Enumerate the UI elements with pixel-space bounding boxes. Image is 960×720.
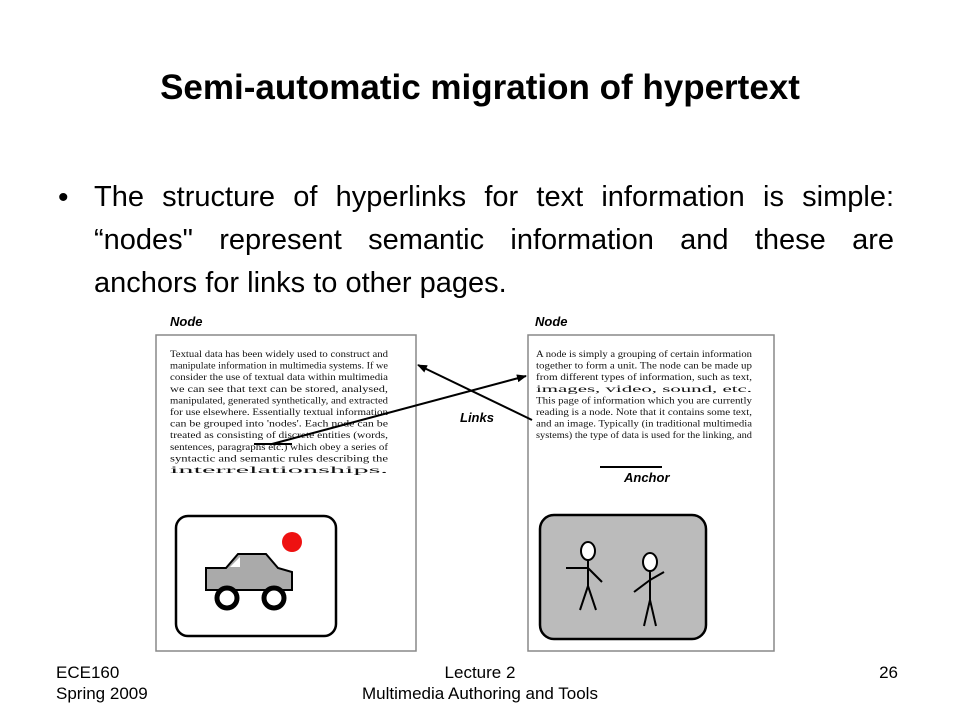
people-image [538,513,708,641]
car-wheel-icon [214,585,240,611]
hypertext-figure: Node Textual data has been widely used t… [142,310,782,655]
footer-course-info: ECE160 Spring 2009 [56,662,148,704]
node-text-line: This page of information which you are c… [536,395,752,406]
node-text-line: manipulate information in multimedia sys… [170,361,388,372]
link-arrow-to-right [271,374,527,445]
node-text-line: A node is simply a grouping of certain i… [536,349,752,360]
footer-lecture: Lecture 2 [444,663,516,682]
node-text-line: Textual data has been widely used to con… [170,350,388,360]
node-text-line: and an image. Typically (in traditional … [536,419,753,430]
footer-course: ECE160 [56,663,120,682]
footer-lecture-title: Multimedia Authoring and Tools [362,684,598,703]
node-text-line: sentences, paragraphs etc.) which obey a… [170,442,389,453]
links-label: Links [460,410,494,425]
right-node-page: Node A node is simply a grouping of cert… [527,314,775,652]
node-text-line: treated as consisting of discrete entiti… [170,430,388,441]
node-text-line: can be grouped into 'nodes'. Each node c… [170,420,388,430]
hypertext-diagram: Node Textual data has been widely used t… [155,314,775,652]
car-body-icon [205,553,293,591]
node-text-line: together to form a unit. The node can be… [536,361,752,372]
node-text-line: for use elsewhere. Essentially textual i… [170,407,388,418]
node-text-line: interrelationships. [170,466,388,476]
right-node-label: Node [535,314,568,329]
car-wheel-icon [261,585,287,611]
node-text-line: we can see that text can be stored, anal… [170,385,388,395]
bullet-text: The structure of hyperlinks for text inf… [94,181,894,299]
node-text-line: reading is a node. Note that it contains… [536,408,752,418]
node-text-line: images, video, sound, etc. [536,385,752,395]
footer-lecture-info: Lecture 2 Multimedia Authoring and Tools [330,662,630,704]
footer-term: Spring 2009 [56,684,148,703]
bullet-dot-icon: • [58,181,69,214]
stick-figure-icon [566,541,603,611]
red-dot-icon [282,532,302,552]
right-node-text: A node is simply a grouping of certain i… [536,349,753,441]
left-node-page: Node Textual data has been widely used t… [155,314,417,652]
car-image [174,514,338,638]
node-text-line: systems) the type of data is used for th… [536,430,752,441]
footer-page-number: 26 [879,663,898,682]
node-text-line: consider the use of textual data within … [170,372,389,383]
stick-figure-icon [633,552,665,627]
node-text-line: syntactic and semantic rules describing … [170,454,388,464]
left-node-text: Textual data has been widely used to con… [170,350,389,476]
slide-title: Semi-automatic migration of hypertext [160,68,800,107]
anchor-label: Anchor [623,470,670,485]
left-node-label: Node [170,314,203,329]
node-text-line: manipulated, generated synthetically, an… [170,396,388,406]
link-arrow-to-left [417,364,533,421]
people-image-frame [538,513,708,641]
node-text-line: from different types of information, suc… [536,372,752,383]
car-window-icon [230,557,240,567]
